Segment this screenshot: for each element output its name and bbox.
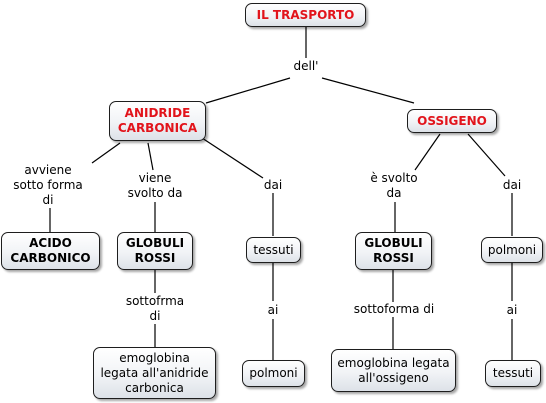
node-tessuti-bottom[interactable]: tessuti <box>485 360 541 387</box>
link-dell: dell' <box>293 59 319 74</box>
node-anidride-carbonica[interactable]: ANIDRIDE CARBONICA <box>109 101 206 141</box>
link-sottofrma-di: sottofrma di <box>122 294 188 324</box>
node-polmoni-top[interactable]: polmoni <box>481 237 543 263</box>
link-ai-right: ai <box>506 303 518 318</box>
link-dai-right: dai <box>502 178 522 193</box>
link-viene-svolto-da: viene svolto da <box>123 171 187 201</box>
link-ai-left: ai <box>267 303 279 318</box>
node-ossigeno[interactable]: OSSIGENO <box>407 109 497 133</box>
node-tessuti-top[interactable]: tessuti <box>246 237 301 263</box>
link-dai-left: dai <box>263 178 283 193</box>
link-e-svolto-da: è svolto da <box>364 171 424 201</box>
link-sottoforma-di: sottoforma di <box>349 302 439 317</box>
node-acido-carbonico[interactable]: ACIDO CARBONICO <box>1 232 100 270</box>
node-polmoni-bottom[interactable]: polmoni <box>242 360 305 387</box>
link-avviene-sotto-forma-di: avviene sotto forma di <box>8 163 88 208</box>
node-il-trasporto[interactable]: IL TRASPORTO <box>245 3 366 27</box>
node-emoglobina-ossigeno[interactable]: emoglobina legata all'ossigeno <box>331 349 456 392</box>
node-globuli-rossi-left[interactable]: GLOBULI ROSSI <box>117 232 193 270</box>
node-globuli-rossi-right[interactable]: GLOBULI ROSSI <box>355 232 432 270</box>
node-emoglobina-anidride[interactable]: emoglobina legata all'anidride carbonica <box>93 347 216 399</box>
